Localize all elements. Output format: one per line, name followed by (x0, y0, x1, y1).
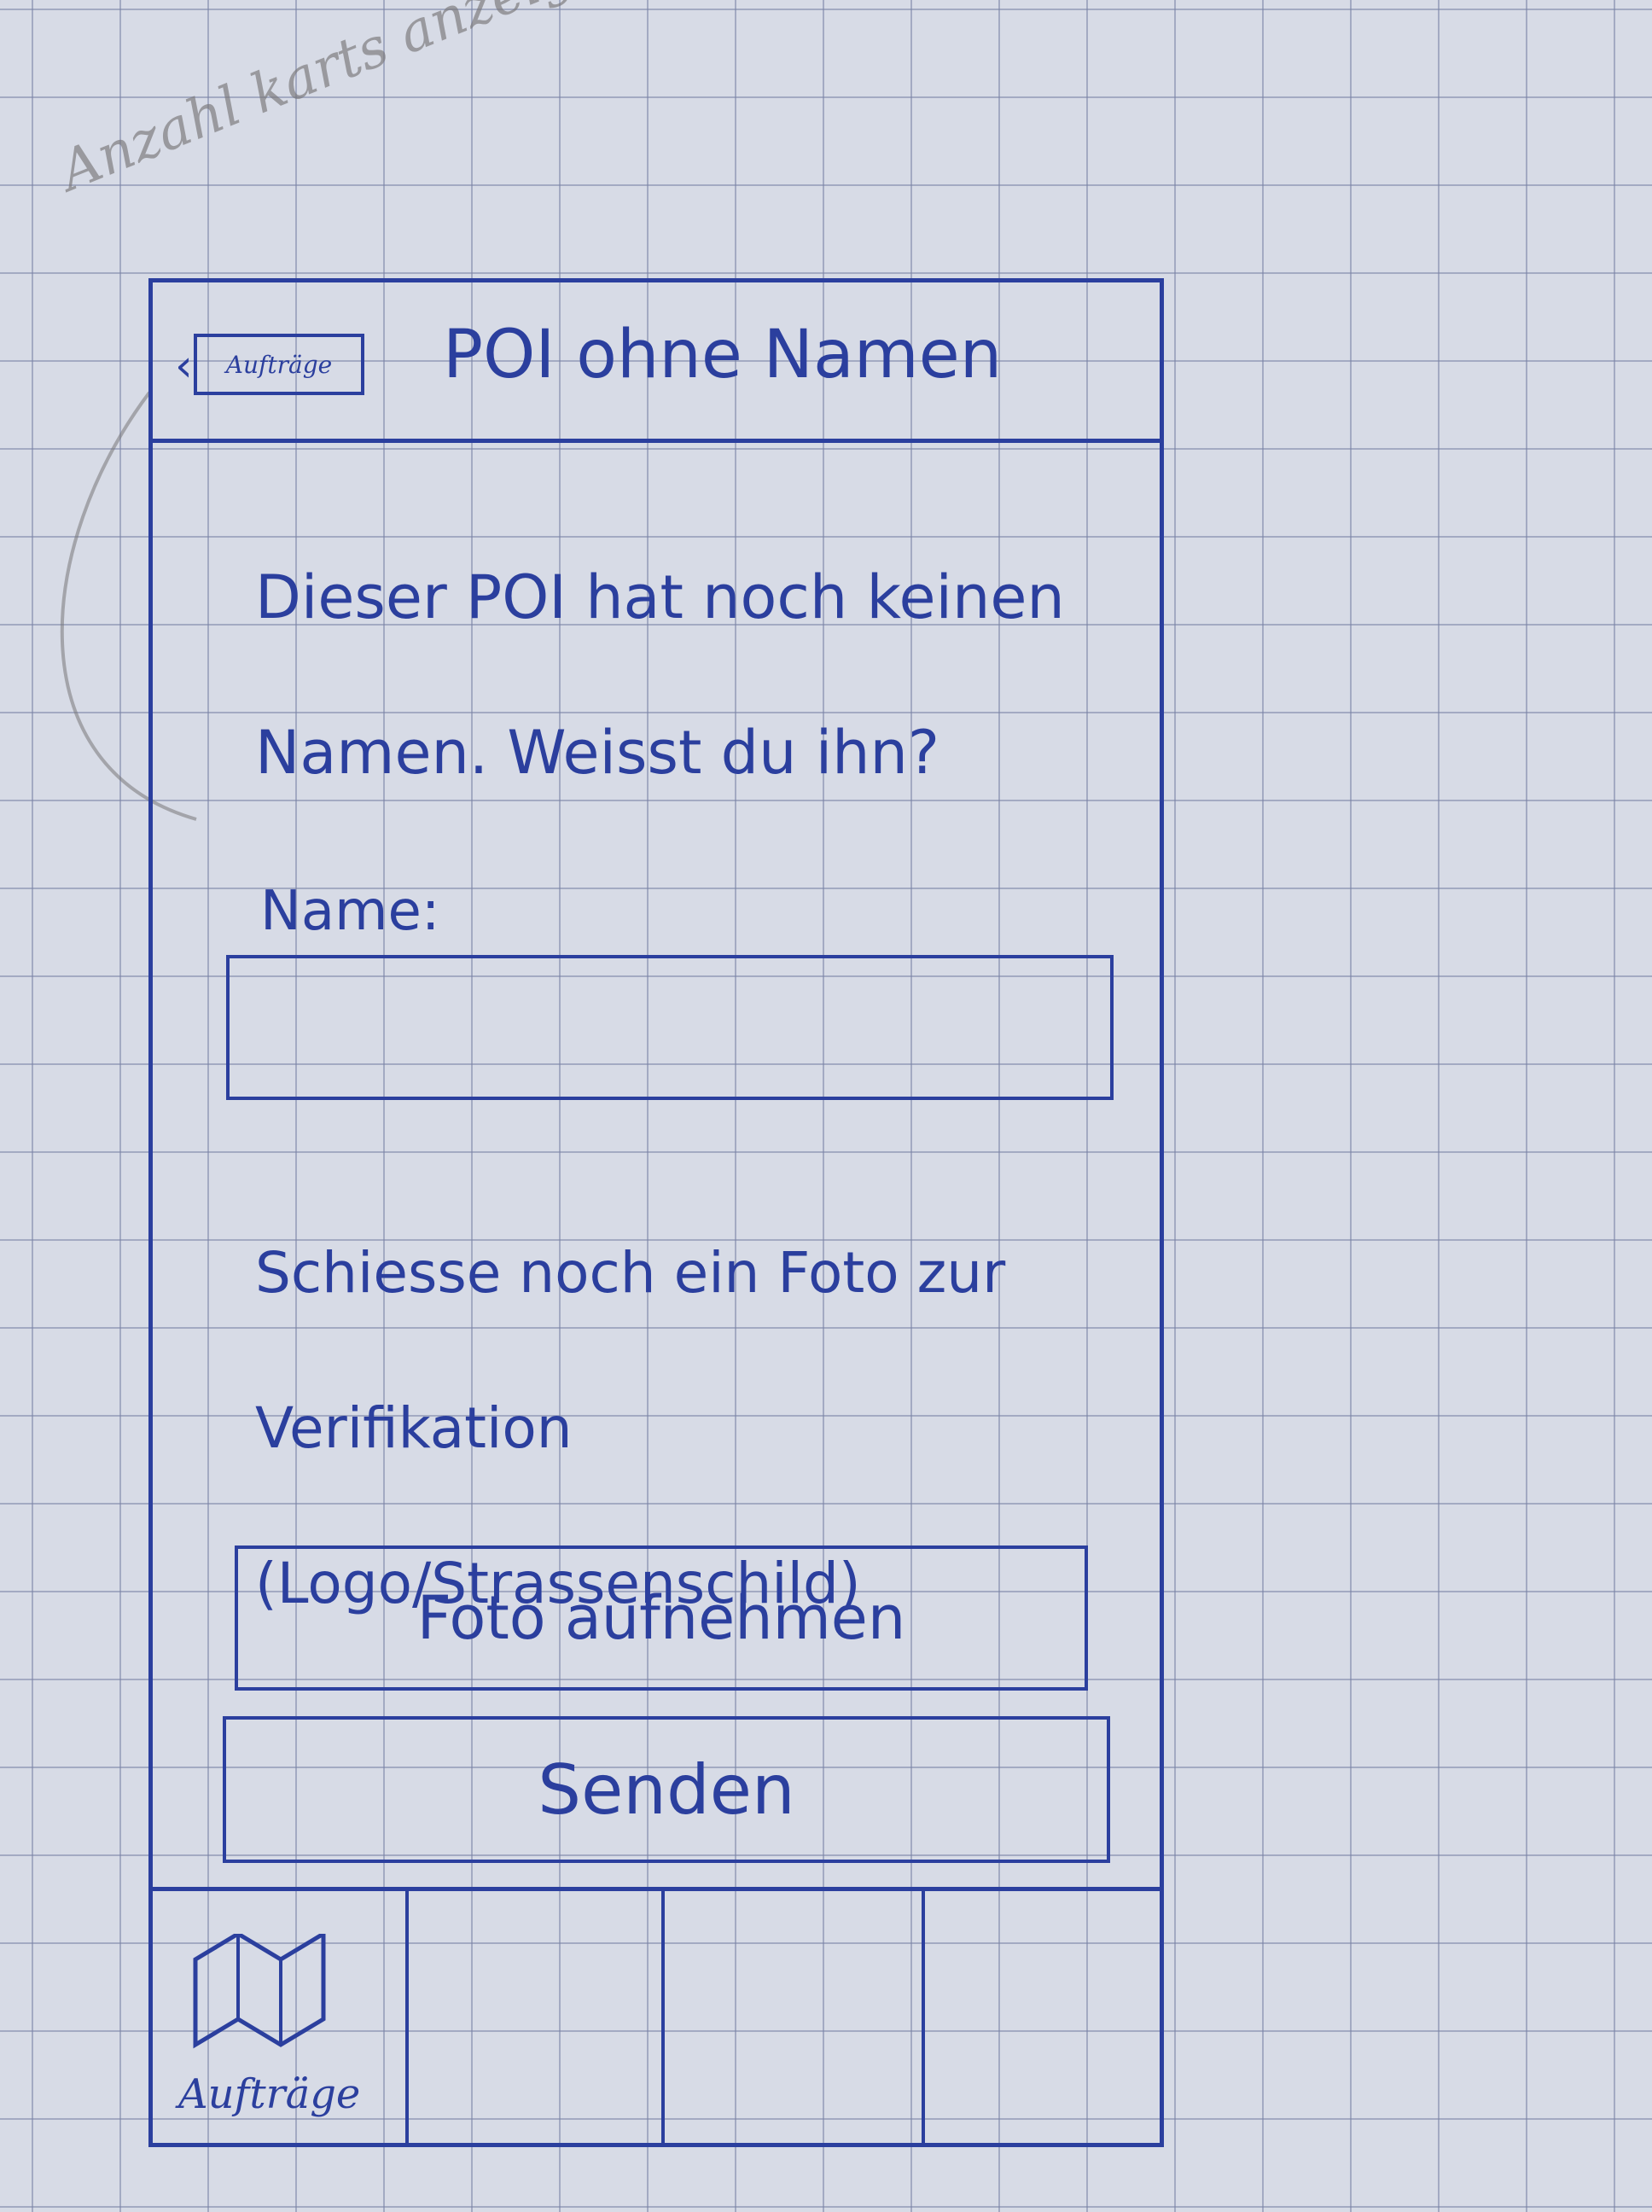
tab-auftraege[interactable]: Aufträge (153, 1891, 409, 2143)
tab-auftraege-label: Aufträge (178, 2070, 361, 2118)
tab-empty-2[interactable] (409, 1891, 665, 2143)
back-button[interactable]: ‹ Aufträge (175, 334, 364, 395)
name-field-label: Name: (260, 880, 440, 943)
page-title: POI ohne Namen (443, 317, 1003, 393)
tab-bar: Aufträge (153, 1887, 1160, 2143)
chevron-left-icon: ‹ (175, 341, 193, 392)
phone-frame: ‹ Aufträge POI ohne Namen Dieser POI hat… (148, 278, 1164, 2147)
take-photo-button[interactable]: Foto aufnehmen (235, 1545, 1088, 1691)
tab-empty-4[interactable] (925, 1891, 1160, 2143)
map-icon (193, 1934, 326, 2049)
navigation-bar: ‹ Aufträge POI ohne Namen (153, 282, 1160, 443)
photo-instruction-text: Schiesse noch ein Foto zur Verifikation … (255, 1240, 1006, 1616)
name-input[interactable] (226, 955, 1114, 1100)
intro-text: Dieser POI hat noch keinen Namen. Weisst… (255, 562, 1065, 788)
tab-empty-3[interactable] (665, 1891, 925, 2143)
send-button[interactable]: Senden (223, 1716, 1110, 1863)
back-button-label: Aufträge (225, 350, 333, 379)
